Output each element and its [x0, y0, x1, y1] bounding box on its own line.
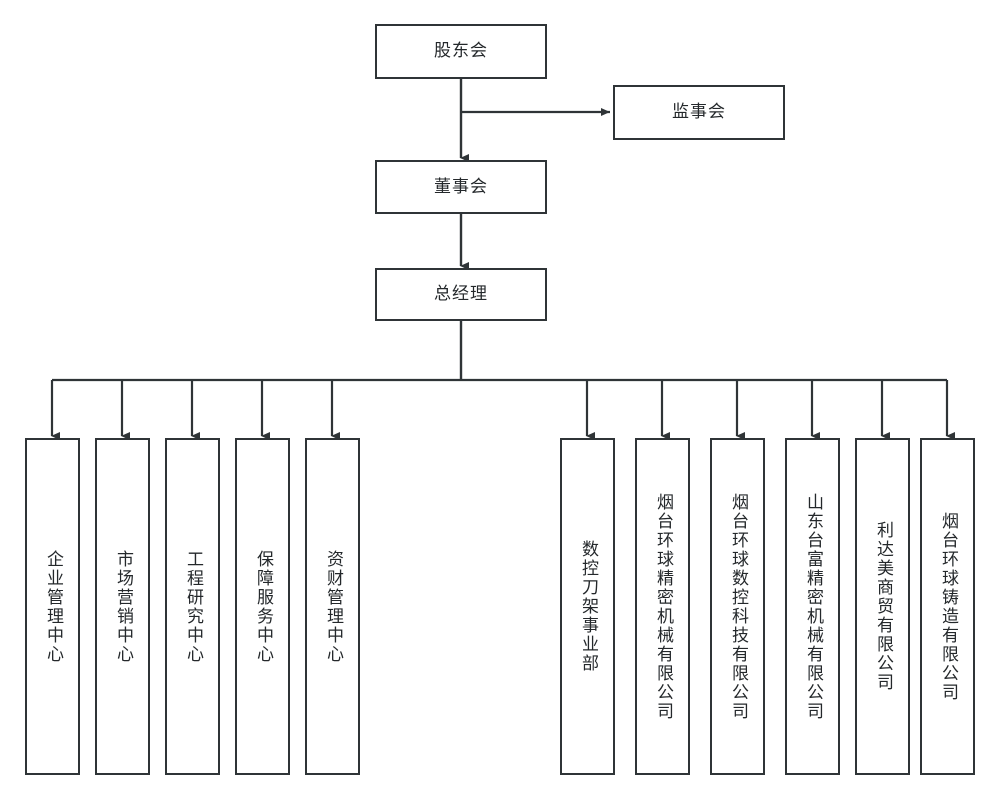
node-department[interactable]: 烟台环球铸造有限公司 [920, 438, 975, 775]
node-board-of-supervisors[interactable]: 监事会 [613, 85, 785, 140]
node-department-label: 数控刀架事业部 [577, 540, 598, 673]
node-department[interactable]: 数控刀架事业部 [560, 438, 615, 775]
node-department-label: 山东台富精密机械有限公司 [802, 492, 823, 721]
node-department-label: 工程研究中心 [182, 549, 203, 664]
node-department-label: 市场营销中心 [112, 549, 133, 664]
node-department-label: 烟台环球精密机械有限公司 [652, 492, 673, 721]
node-general-manager[interactable]: 总经理 [375, 268, 547, 321]
node-department[interactable]: 保障服务中心 [235, 438, 290, 775]
node-department-label: 资财管理中心 [322, 549, 343, 664]
node-department-label: 保障服务中心 [252, 549, 273, 664]
node-department[interactable]: 资财管理中心 [305, 438, 360, 775]
node-shareholders-meeting[interactable]: 股东会 [375, 24, 547, 79]
node-department-label: 烟台环球数控科技有限公司 [727, 492, 748, 721]
node-department[interactable]: 企业管理中心 [25, 438, 80, 775]
node-department-label: 利达美商贸有限公司 [872, 521, 893, 692]
node-department[interactable]: 烟台环球精密机械有限公司 [635, 438, 690, 775]
node-board-of-directors-label: 董事会 [434, 176, 488, 197]
node-general-manager-label: 总经理 [434, 284, 488, 305]
edge-bus-drops [50, 380, 955, 440]
node-department[interactable]: 烟台环球数控科技有限公司 [710, 438, 765, 775]
edge-general-manager-to-bus [52, 321, 947, 382]
node-department[interactable]: 市场营销中心 [95, 438, 150, 775]
node-shareholders-meeting-label: 股东会 [434, 41, 488, 62]
node-department-label: 企业管理中心 [42, 549, 63, 664]
node-department-label: 烟台环球铸造有限公司 [937, 511, 958, 702]
node-department[interactable]: 利达美商贸有限公司 [855, 438, 910, 775]
node-board-of-supervisors-label: 监事会 [672, 102, 726, 123]
node-department[interactable]: 工程研究中心 [165, 438, 220, 775]
node-department[interactable]: 山东台富精密机械有限公司 [785, 438, 840, 775]
node-board-of-directors[interactable]: 董事会 [375, 160, 547, 214]
